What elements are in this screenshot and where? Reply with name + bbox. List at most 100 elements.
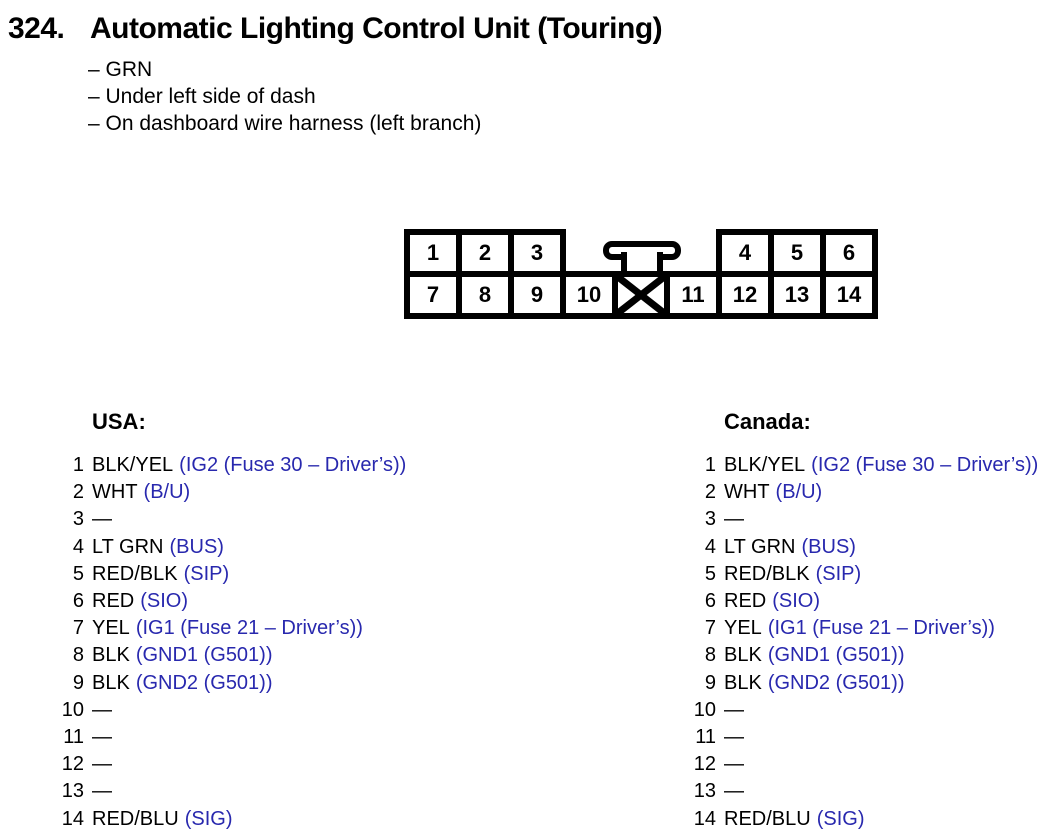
connector-pin-number: 9 xyxy=(530,282,544,307)
pin-number: 11 xyxy=(695,726,716,749)
pin-row: 3— xyxy=(40,506,460,533)
connector-pin-cell: 7 xyxy=(404,271,462,319)
pin-number: 9 xyxy=(72,671,84,694)
pin-signal-label: (GND2 (G501)) xyxy=(135,671,273,694)
pin-number: 1 xyxy=(704,454,716,476)
pin-row: 12 — xyxy=(672,751,1047,778)
pin-row: 1 BLK/YEL(IG2 (Fuse 30 – Driver’s)) xyxy=(40,452,460,479)
note-line: – On dashboard wire harness (left branch… xyxy=(88,112,482,135)
pin-number: 1 xyxy=(72,454,84,476)
page-title: Automatic Lighting Control Unit (Touring… xyxy=(90,12,663,45)
pin-row: 10— xyxy=(40,697,460,724)
pin-signal-label: (IG2 (Fuse 30 – Driver’s)) xyxy=(179,454,407,476)
pin-signal-label: (SIO) xyxy=(140,590,189,613)
pin-wire-color: — xyxy=(92,780,112,803)
pin-wire-color: RED/BLK xyxy=(724,562,810,585)
pin-row: 6 RED(SIO) xyxy=(40,588,460,615)
pin-wire-color: BLK/YEL xyxy=(92,454,174,476)
pin-row: 13— xyxy=(672,778,1047,805)
pin-number: 4 xyxy=(72,535,84,558)
pin-signal-label: (BUS) xyxy=(169,535,224,558)
connector-pin-cell: 13 xyxy=(768,271,826,319)
connector-pin-cell: 9 xyxy=(508,271,566,319)
connector-pin-cell: 6 xyxy=(820,229,878,277)
pin-row: 13— xyxy=(40,778,460,805)
pin-wire-color: — xyxy=(724,753,744,776)
connector-pin-cell: 5 xyxy=(768,229,826,277)
connector-pin-number: 10 xyxy=(576,282,602,307)
pin-signal-label: (SIP) xyxy=(183,562,230,585)
connector-pin-number: 5 xyxy=(790,240,804,265)
pin-wire-color: — xyxy=(92,698,112,721)
section-number: 324. xyxy=(8,12,65,45)
pin-wire-color: RED xyxy=(92,590,135,613)
pin-number: 6 xyxy=(704,590,716,613)
pin-wire-color: RED/BLU xyxy=(724,807,811,830)
pin-row: 12— xyxy=(40,751,460,778)
pin-signal-label: (IG2 (Fuse 30 – Driver’s)) xyxy=(811,454,1039,476)
pin-signal-label: (GND1 (G501)) xyxy=(767,644,905,667)
pin-number: 14 xyxy=(693,807,716,830)
pin-wire-color: — xyxy=(92,753,112,776)
pin-wire-color: — xyxy=(724,508,744,531)
pin-row: 10— xyxy=(672,697,1047,724)
pin-signal-label: (SIG) xyxy=(816,807,865,830)
connector-pin-cell: 14 xyxy=(820,271,878,319)
pin-signal-label: (IG1 (Fuse 21 – Driver’s)) xyxy=(135,617,363,640)
pin-wire-color: RED/BLU xyxy=(92,807,179,830)
pin-signal-label: (BUS) xyxy=(801,535,856,558)
pin-number: 9 xyxy=(704,671,716,694)
pin-number: 10 xyxy=(693,698,716,721)
pin-wire-color: YEL xyxy=(92,617,130,640)
column-header-canada: Canada: xyxy=(724,409,811,434)
pin-wire-color: YEL xyxy=(724,617,762,640)
pin-number: 5 xyxy=(72,562,84,585)
connector-pin-cell: 12 xyxy=(716,271,774,319)
pin-number: 12 xyxy=(693,753,716,776)
location-notes: – GRN – Under left side of dash – On das… xyxy=(88,56,481,137)
connector-pin-number: 14 xyxy=(836,282,862,307)
pin-wire-color: WHT xyxy=(92,481,138,504)
pin-wire-color: — xyxy=(92,726,112,749)
connector-pin-number: 1 xyxy=(426,240,440,265)
connector-pin-number: 12 xyxy=(732,282,758,307)
pin-wire-color: — xyxy=(724,780,744,803)
connector-pin-cell: 2 xyxy=(456,229,514,277)
pin-row: 14 RED/BLU(SIG) xyxy=(672,806,1047,833)
pin-row: 3— xyxy=(672,506,1047,533)
connector-pin-cell: 8 xyxy=(456,271,514,319)
connector-pin-number: 6 xyxy=(842,240,856,265)
pin-number: 4 xyxy=(704,535,716,558)
connector-pin-number: 2 xyxy=(478,240,492,265)
pin-row: 7 YEL(IG1 (Fuse 21 – Driver’s)) xyxy=(40,615,460,642)
pin-wire-color: BLK xyxy=(724,671,762,694)
pin-signal-label: (SIP) xyxy=(815,562,862,585)
pin-number: 7 xyxy=(72,617,84,640)
pin-wire-color: RED xyxy=(724,590,767,613)
pin-wire-color: BLK xyxy=(724,644,762,667)
pin-number: 6 xyxy=(72,590,84,613)
pin-number: 3 xyxy=(72,508,84,531)
pin-number: 14 xyxy=(61,807,84,830)
pin-number: 7 xyxy=(704,617,716,640)
x-cross-icon xyxy=(618,277,664,313)
connector-latch-stem-icon xyxy=(621,252,663,271)
pin-signal-label: (B/U) xyxy=(775,481,823,504)
note-line: – GRN xyxy=(88,58,153,81)
